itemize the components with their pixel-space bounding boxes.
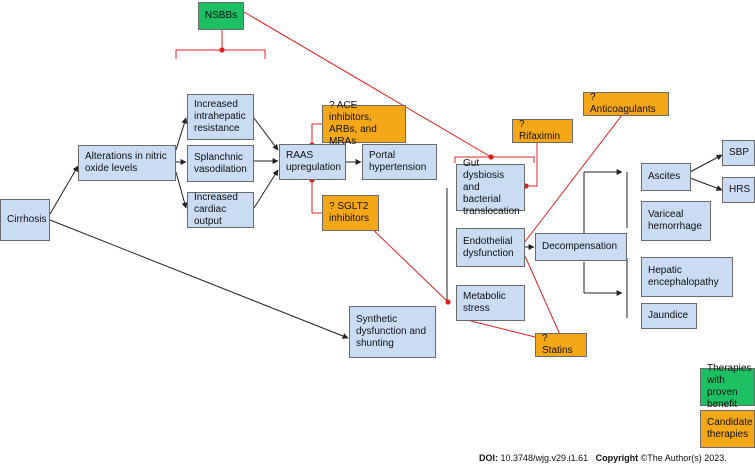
- legend-candidate-therapies: Candidate therapies: [700, 410, 755, 448]
- intrahepatic-resistance-node: Increased intrahepatic resistance: [187, 94, 254, 140]
- sbp-node: SBP: [722, 140, 755, 166]
- endothelial-dysfunction-node: Endothelial dysfunction: [456, 228, 525, 267]
- gut-dot: [488, 154, 494, 160]
- arrow-cirrhosis-nitric: [49, 165, 79, 215]
- metabolic-stress-node: Metabolic stress: [456, 285, 525, 321]
- metabolic-dot: [445, 299, 451, 305]
- doi-label: DOI:: [479, 453, 498, 463]
- arrow-ascites-sbp: [689, 154, 723, 173]
- portal-hypertension-node: Portal hypertension: [362, 144, 437, 180]
- statins-to-metabolic: [458, 317, 536, 338]
- rifaximin-to-gut: [526, 143, 538, 187]
- jaundice-node: Jaundice: [641, 303, 697, 329]
- copyright-label: Copyright: [595, 453, 639, 463]
- nsbbs-to-gut: [243, 11, 492, 158]
- hepatic-encephalopathy-node: Hepatic encephalopathy: [641, 257, 733, 297]
- ace-to-raas: [311, 123, 322, 145]
- anticoagulants-node: ? Anticoagulants: [583, 92, 669, 116]
- hrs-node: HRS: [722, 177, 755, 203]
- arrow-nitric-intrahepatic: [175, 117, 188, 151]
- sglt2-to-raas: [311, 180, 322, 214]
- sglt2-to-metabolic: [364, 221, 449, 303]
- ascites-node: Ascites: [641, 163, 691, 191]
- ace-inhibitors-node: ? ACE inhibitors, ARBs, and MRAs: [322, 100, 406, 147]
- nsbbs-dot: [219, 47, 225, 53]
- arrow-intrahepatic-raas: [253, 117, 279, 151]
- raas-node: RAAS upregulation: [279, 144, 346, 180]
- splanchnic-vasodilation-node: Splanchnic vasodilation: [187, 145, 254, 182]
- decompensation-node: Decompensation: [535, 233, 627, 261]
- nsbbs-node: NSBBs: [198, 2, 244, 30]
- gut-dysbiosis-node: Gut dysbiosis and bacterial translocatio…: [456, 158, 525, 217]
- arrow-nitric-cardiac: [175, 171, 188, 209]
- anticoag-to-endothelial: [520, 114, 623, 248]
- cardiac-output-node: Increased cardiac output: [187, 192, 254, 228]
- cirrhosis-node: Cirrhosis: [0, 199, 50, 241]
- nitric-oxide-node: Alterations in nitric oxide levels: [78, 145, 176, 181]
- copyright-value: ©The Author(s) 2023.: [640, 453, 727, 463]
- arrow-ascites-hrs: [689, 177, 723, 191]
- doi-value: 10.3748/wjg.v29.i1.61: [500, 453, 589, 463]
- gut-group-bracket: [454, 156, 535, 163]
- variceal-hemorrhage-node: Variceal hemorrhage: [641, 201, 711, 241]
- arrow-cirrhosis-synthetic: [49, 219, 349, 339]
- statins-node: ? Statins: [535, 333, 587, 357]
- rifaximin-node: ? Rifaximin: [512, 119, 573, 143]
- legend-proven-benefit: Therapies with proven benefit: [700, 363, 755, 410]
- citation-footer: DOI: 10.3748/wjg.v29.i1.61 Copyright ©Th…: [479, 453, 727, 463]
- synthetic-dysfunction-node: Synthetic dysfunction and shunting: [349, 306, 436, 358]
- sglt2-inhibitors-node: ? SGLT2 inhibitors: [322, 195, 379, 231]
- statins-to-endothelial: [520, 246, 562, 338]
- arrow-cardiac-raas: [253, 169, 279, 209]
